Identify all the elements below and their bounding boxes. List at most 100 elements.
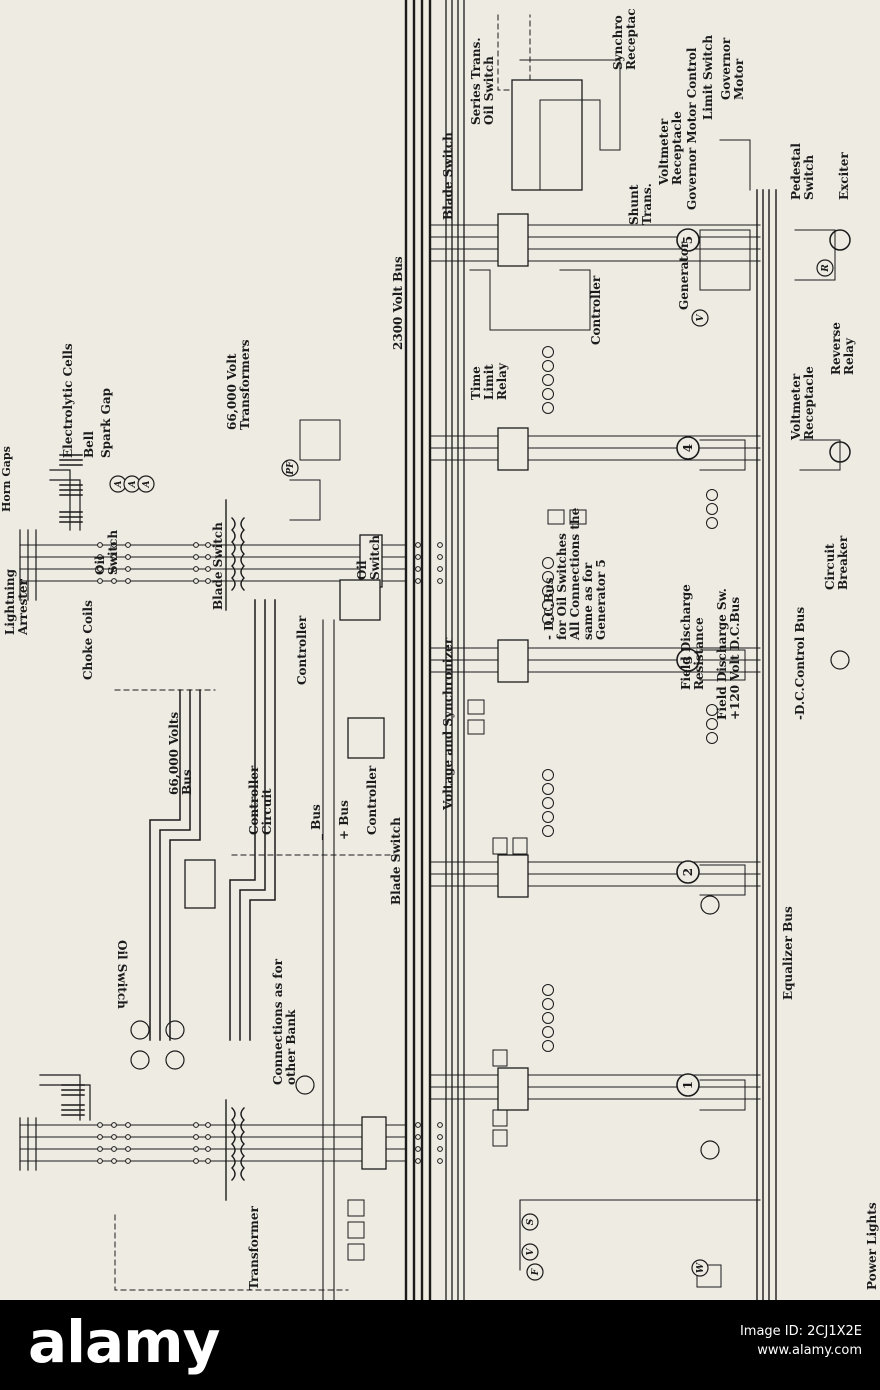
- label-reverse-relay: ReverseRelay: [829, 322, 856, 375]
- terminal-2-1: [111, 566, 117, 572]
- watermark-strip: alamy Image ID: 2CJ1X2E www.alamy.com: [0, 1300, 880, 1390]
- terminal-6-0: [97, 1146, 103, 1152]
- lamp-2-2: [542, 797, 554, 809]
- generator-3-number: 3: [681, 656, 695, 664]
- dc-control-lines: [756, 189, 777, 1300]
- label-controller-2: Controller: [365, 765, 379, 835]
- label-dc-bus-note: - D.C.Busfor Oil SwitchesAll Connections…: [542, 507, 608, 641]
- stock-info: Image ID: 2CJ1X2E www.alamy.com: [740, 1322, 862, 1360]
- equalizer-run: [519, 1199, 761, 1271]
- label-oil-switch-flipped: Oil Switch: [115, 940, 129, 1009]
- indicator-squares: [347, 509, 722, 1288]
- lamp-3-2: [542, 1012, 554, 1024]
- lamp-4-2: [706, 517, 718, 529]
- meter-7-letter: F: [531, 1268, 541, 1276]
- generator-1-number: 1: [681, 1081, 695, 1089]
- label-circuit-breaker: CircuitBreaker: [823, 535, 850, 590]
- generator-5-symbol: [676, 228, 700, 252]
- label-bus-66000: 66,000 VoltsBus: [167, 712, 194, 795]
- label-synchro-receptacle: SynchroReceptac: [611, 8, 638, 70]
- label-connections-other-bank: Connections as forother Bank: [271, 958, 298, 1085]
- lamp-3-1: [542, 998, 554, 1010]
- terminal-6-6: [437, 1146, 443, 1152]
- label-limit-switch: Limit Switch: [701, 35, 715, 120]
- label-controller-1: Controller: [295, 615, 309, 685]
- exciter-1-symbol: [829, 229, 851, 251]
- label-transformers-66000: 66,000 VoltTransformers: [225, 339, 252, 430]
- meter-2-letter: A: [142, 480, 152, 488]
- label-choke-coils: Choke Coils: [81, 600, 95, 680]
- transformer-coils: [225, 499, 245, 1201]
- label-spark-gap: Spark Gap: [99, 388, 113, 458]
- generator-5-number: 5: [681, 236, 695, 244]
- label-controller-circuit: ControllerCircuit: [247, 765, 274, 835]
- lamp-0-4: [542, 402, 554, 414]
- generator-2-symbol: [676, 860, 700, 884]
- open-circle-0: [130, 1020, 150, 1040]
- open-circle-6: [830, 650, 850, 670]
- terminal-7-3: [193, 1158, 199, 1164]
- label-blade-switch-1: Blade Switch: [211, 522, 225, 610]
- controller-bus-lines: [322, 619, 335, 1300]
- controller-loops: [289, 59, 841, 1111]
- open-circle-2: [165, 1050, 185, 1070]
- terminal-6-3: [193, 1146, 199, 1152]
- generator-2-number: 2: [681, 868, 695, 876]
- meter-4-letter: V: [696, 313, 706, 321]
- meter-9-ring: [816, 259, 834, 277]
- terminal-7-6: [437, 1158, 443, 1164]
- terminal-0-0: [97, 542, 103, 548]
- lamp-3-0: [542, 984, 554, 996]
- terminal-3-5: [415, 578, 421, 584]
- terminal-6-4: [205, 1146, 211, 1152]
- lamp-1-3: [542, 599, 554, 611]
- terminal-0-1: [111, 542, 117, 548]
- label-voltmeter-receptacle-1: VoltmeterReceptacle: [657, 111, 684, 186]
- terminal-7-4: [205, 1158, 211, 1164]
- lamp-3-3: [542, 1026, 554, 1038]
- terminal-4-4: [205, 1122, 211, 1128]
- open-circle-3: [165, 1020, 185, 1040]
- lower-feeders: [19, 1124, 407, 1162]
- terminal-4-5: [415, 1122, 421, 1128]
- lamp-2-3: [542, 811, 554, 823]
- meter-3-letter: PF: [286, 461, 296, 476]
- label-equalizer-bus: Equalizer Bus: [781, 906, 795, 1000]
- terminal-6-5: [415, 1146, 421, 1152]
- switch-boxes: [184, 79, 583, 1170]
- site-url: www.alamy.com: [757, 1343, 862, 1358]
- meter-8-ring: [521, 1243, 539, 1261]
- open-circle-4: [700, 895, 720, 915]
- open-circle-1: [130, 1050, 150, 1070]
- lamp-0-0: [542, 346, 554, 358]
- generator-4-symbol: [676, 436, 700, 460]
- open-circle-5: [700, 1140, 720, 1160]
- generator-feeders: [429, 224, 761, 1100]
- meter-6-ring: [521, 1213, 539, 1231]
- terminal-0-2: [125, 542, 131, 548]
- meter-1-letter: A: [128, 480, 138, 488]
- label-pedestal-switch: PedestalSwitch: [789, 143, 816, 200]
- terminal-0-3: [193, 542, 199, 548]
- meter-0-letter: A: [114, 480, 124, 488]
- label-transformer: Transformer: [247, 1206, 261, 1290]
- lamp-3-4: [542, 1040, 554, 1052]
- thin-bus-lines: [445, 0, 465, 1300]
- label-voltmeter-receptacle-2: VoltmeterReceptacle: [789, 366, 816, 441]
- label-shunt-trans: ShuntTrans.: [627, 183, 654, 225]
- lamp-1-1: [542, 571, 554, 583]
- lamp-4-1: [706, 503, 718, 515]
- terminal-1-1: [111, 554, 117, 560]
- lamp-0-2: [542, 374, 554, 386]
- terminal-3-2: [125, 578, 131, 584]
- label-blade-switch-3: Blade Switch: [441, 132, 455, 220]
- label-field-discharge-resistance: Field DischargeResistance: [679, 584, 706, 690]
- label-blade-switch-2: Blade Switch: [389, 817, 403, 905]
- terminal-4-0: [97, 1122, 103, 1128]
- brand-logo: alamy: [28, 1308, 220, 1376]
- terminal-4-1: [111, 1122, 117, 1128]
- meter-3-ring: [281, 459, 299, 477]
- label-bell: Bell: [82, 431, 96, 458]
